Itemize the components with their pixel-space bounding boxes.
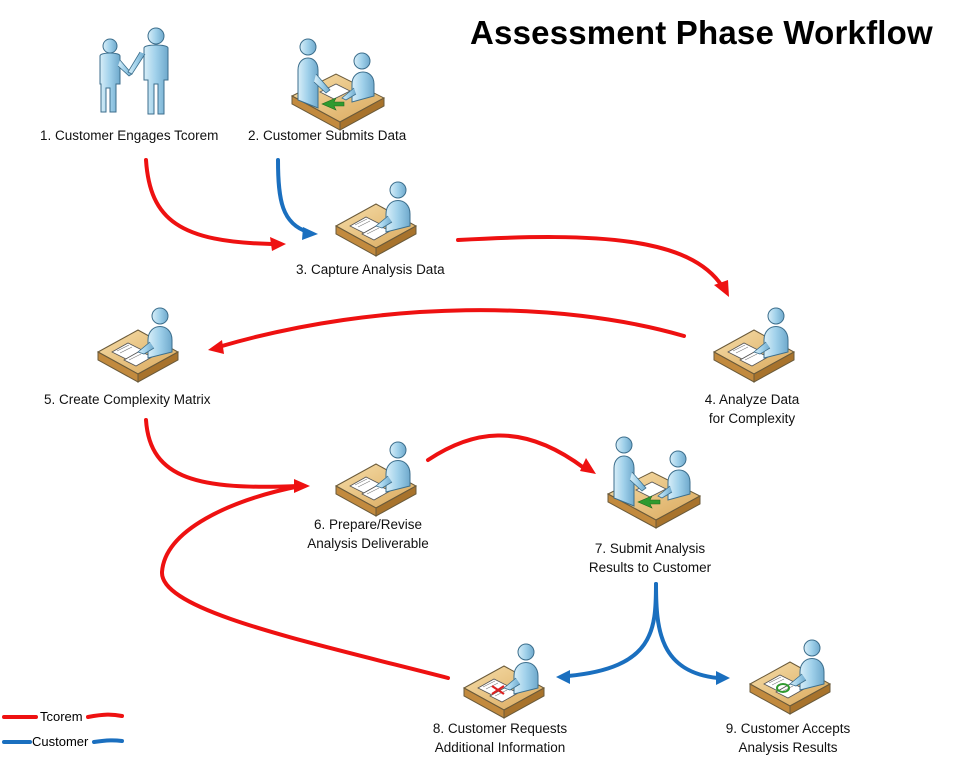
step-6-label-line1: 6. Prepare/Revise [313, 517, 423, 532]
arrowhead [270, 237, 286, 251]
step-9-label-line2: Analysis Results [738, 740, 838, 755]
step-7-label-line2: Results to Customer [588, 560, 712, 575]
step-7-label: 7. Submit Analysis Results to Customer [582, 539, 718, 577]
connector-7-to-9 [654, 582, 720, 680]
step-5-label: 5. Create Complexity Matrix [44, 392, 211, 407]
connector-7-to-8 [566, 582, 658, 678]
step-9-label: 9. Customer Accepts Analysis Results [718, 719, 858, 757]
arrowhead [716, 671, 730, 685]
step-6-label: 6. Prepare/Revise Analysis Deliverable [300, 515, 436, 553]
connector-1-to-3 [144, 158, 274, 246]
step-8-label-line2: Additional Information [434, 740, 566, 755]
connector-6-to-7 [426, 433, 586, 470]
connector-4-to-5 [220, 308, 686, 348]
connector-8-to-6 [159, 484, 450, 680]
person-desk-icon [713, 307, 795, 383]
person-desk-icon [335, 441, 417, 517]
step-4-label-line1: 4. Analyze Data [704, 392, 800, 407]
connector-2-to-3 [276, 158, 310, 234]
person-desk-approve-icon [749, 639, 831, 715]
step-4-label-line2: for Complexity [708, 411, 796, 426]
connector-3-to-4 [456, 235, 724, 288]
arrowhead [302, 227, 318, 240]
step-8-label: 8. Customer Requests Additional Informat… [424, 719, 576, 757]
person-desk-reject-icon [463, 643, 545, 719]
legend-label-customer: Customer [32, 734, 89, 749]
step-7-label-line1: 7. Submit Analysis [594, 541, 706, 556]
step-3-label: 3. Capture Analysis Data [296, 262, 445, 277]
person-desk-icon [335, 181, 417, 257]
arrowhead [714, 280, 729, 297]
step-6-label-line2: Analysis Deliverable [307, 536, 429, 551]
arrowhead [580, 458, 596, 474]
person-desk-icon [97, 307, 179, 383]
step-2-label: 2. Customer Submits Data [248, 128, 407, 143]
connector-5-to-6 [144, 418, 300, 489]
page-title: Assessment Phase Workflow [470, 14, 933, 51]
step-4-label: 4. Analyze Data for Complexity [696, 390, 808, 428]
legend-label-tcorem: Tcorem [40, 709, 83, 724]
step-9-label-line1: 9. Customer Accepts [725, 721, 851, 736]
two-people-desk-icon [607, 436, 701, 529]
legend-line-tcorem [2, 712, 124, 719]
legend [2, 712, 124, 744]
step-1-label: 1. Customer Engages Tcorem [40, 128, 219, 143]
arrowhead [294, 479, 310, 493]
arrowhead [556, 670, 570, 684]
step-8-label-line1: 8. Customer Requests [432, 721, 568, 736]
two-people-desk-icon [291, 38, 385, 131]
arrowhead [208, 340, 224, 354]
handshake-icon [99, 27, 169, 115]
legend-line-customer [2, 738, 124, 744]
